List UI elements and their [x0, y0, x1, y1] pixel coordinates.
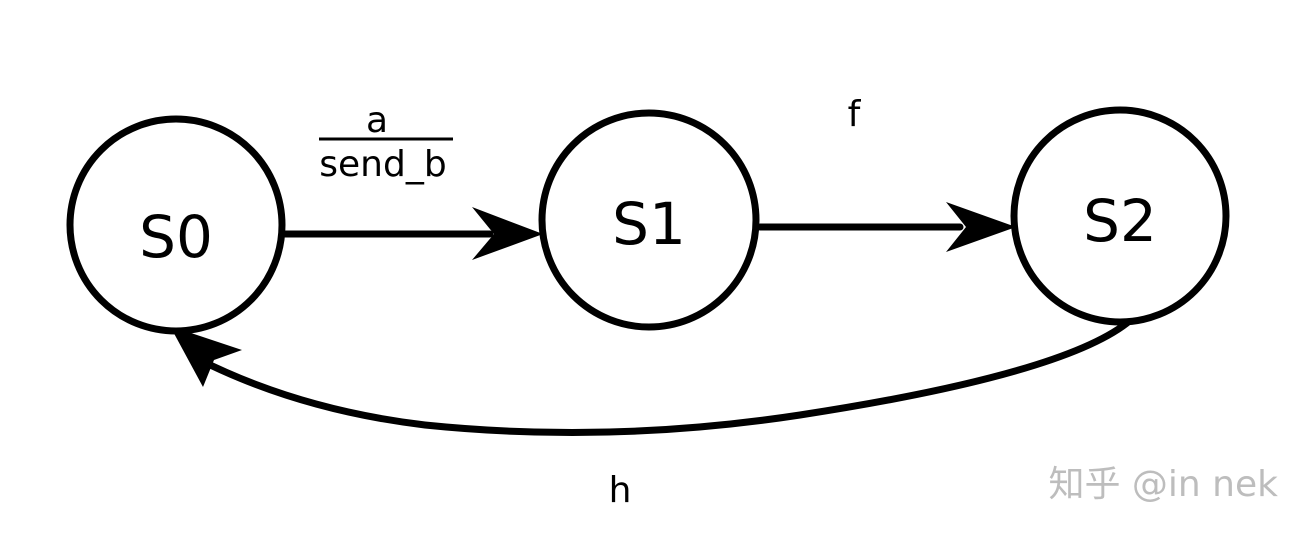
state-s1: S1	[538, 109, 760, 331]
transition-s1-s2-label: f	[848, 94, 862, 135]
transition-s0-s1-action: send_b	[319, 144, 446, 185]
edge-s0-s1	[281, 207, 543, 260]
state-s0-label: S0	[139, 203, 213, 271]
watermark: 知乎 @in nek	[1048, 464, 1278, 505]
arrowhead-s0-s1	[472, 207, 543, 260]
state-s2: S2	[1010, 106, 1230, 326]
state-s0: S0	[66, 115, 286, 335]
transition-s2-s0-label: h	[609, 470, 632, 511]
transition-s0-s1-condition: a	[366, 100, 388, 141]
edge-s1-s2	[756, 202, 1016, 252]
arrowhead-s2-s0	[170, 326, 242, 387]
state-s1-label: S1	[612, 190, 686, 258]
state-s2-label: S2	[1083, 187, 1157, 255]
arrowhead-s1-s2	[946, 202, 1016, 252]
edge-s2-s0	[170, 319, 1131, 437]
